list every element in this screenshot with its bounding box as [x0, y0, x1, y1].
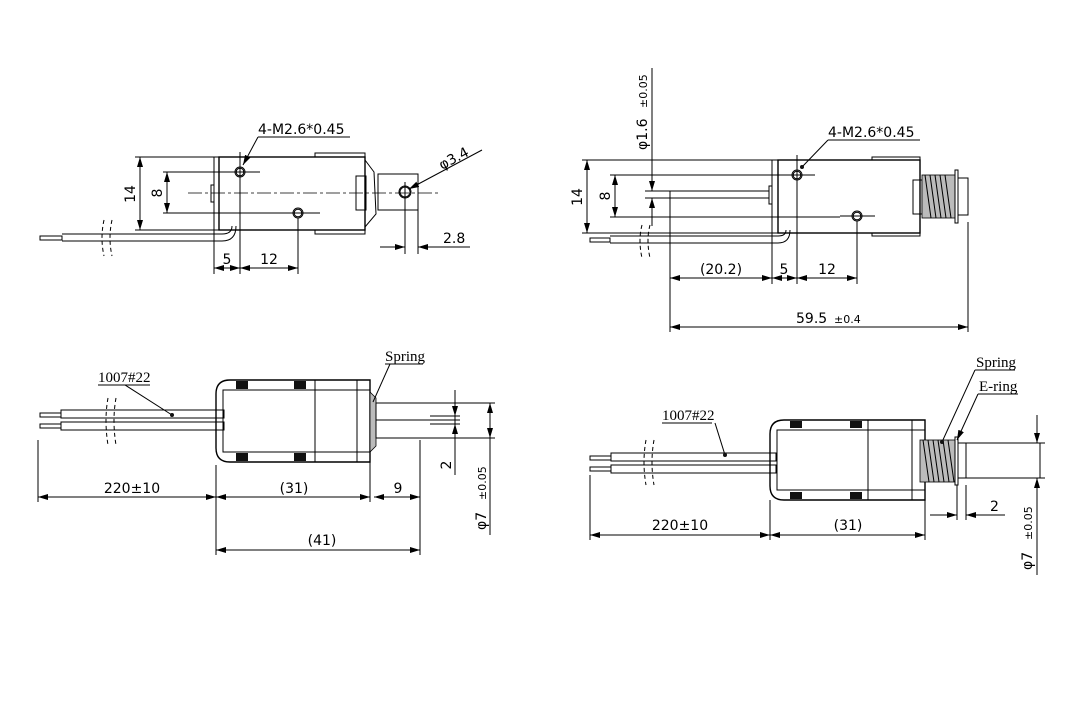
ering-label: E-ring — [979, 379, 1018, 395]
solenoid-body — [769, 419, 1041, 501]
rod-diameter-tol: ±0.05 — [637, 74, 650, 108]
mounting-holes — [791, 169, 863, 222]
dim-height: 14 — [123, 185, 139, 203]
dim-plunger-hole: 2.8 — [443, 231, 465, 247]
plunger-rod — [669, 190, 770, 199]
dim-slot: 2 — [439, 461, 455, 470]
bottom-right-view: 220±10 (31) 2 φ7 ±0.05 1007#22 Spring E-… — [589, 355, 1045, 575]
thread-callout: 4-M2.6*0.45 — [258, 122, 344, 138]
dim-body: (31) — [280, 481, 309, 497]
wire-label: 1007#22 — [662, 408, 715, 424]
dim-gap: 2 — [990, 499, 999, 515]
plunger-diameter: φ7 — [474, 512, 490, 530]
dim-overall: 59.5 — [796, 311, 827, 327]
plunger — [957, 442, 1041, 479]
spring-label: Spring — [976, 355, 1017, 371]
plunger-diameter: φ7 — [1020, 552, 1036, 570]
lead-wire — [39, 219, 237, 257]
dim-body: (31) — [834, 518, 863, 534]
thread-callout: 4-M2.6*0.45 — [828, 125, 914, 141]
dim-hole-spacing: 8 — [598, 192, 614, 201]
solenoid-body — [669, 156, 969, 237]
hole-diameter: φ3.4 — [436, 145, 471, 174]
dim-rod-length: (20.2) — [700, 262, 742, 278]
dim-hole-spacing: 8 — [150, 189, 166, 198]
plunger-diameter-tol: ±0.05 — [1022, 506, 1035, 540]
dim-wire: 220±10 — [652, 518, 708, 534]
spring-label: Spring — [385, 349, 426, 365]
dim-total: (41) — [308, 533, 337, 549]
dim-hole-pitch: 12 — [260, 252, 278, 268]
dim-hole-pitch: 12 — [818, 262, 836, 278]
dim-height: 14 — [570, 188, 586, 206]
spring — [921, 174, 956, 219]
top-right-view: 14 8 φ1.6 ±0.05 (20.2) 5 12 59.5 ±0.4 4-… — [570, 68, 969, 332]
dim-overall-tol: ±0.4 — [834, 313, 861, 326]
dim-plate-to-hole: 5 — [780, 262, 789, 278]
dim-plate-to-hole: 5 — [223, 252, 232, 268]
wire-label: 1007#22 — [98, 370, 151, 386]
solenoid-body — [215, 379, 460, 463]
top-left-view: 14 8 5 12 2.8 4-M2.6*0.45 φ3.4 — [39, 122, 483, 274]
rod-diameter: φ1.6 — [635, 118, 651, 150]
lead-wire — [39, 397, 225, 446]
dim-wire: 220±10 — [104, 481, 160, 497]
bottom-left-view: 220±10 (31) 9 (41) 2 φ7 ±0.05 1007#22 Sp… — [37, 349, 495, 555]
dim-stroke: 9 — [394, 481, 403, 497]
lead-wire — [589, 224, 791, 259]
plunger-diameter-tol: ±0.05 — [476, 466, 489, 500]
solenoid-body — [210, 152, 419, 235]
spring — [919, 439, 956, 483]
lead-wire — [589, 439, 777, 486]
